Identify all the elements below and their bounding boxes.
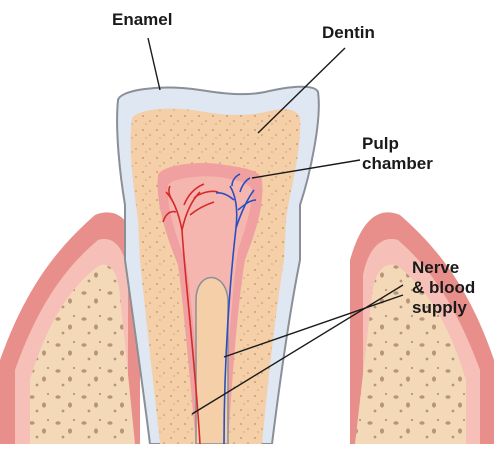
label-nerve-line3: supply bbox=[412, 298, 475, 318]
label-nerve-line2: & blood bbox=[412, 278, 475, 298]
label-pulp-chamber: Pulp chamber bbox=[362, 134, 433, 174]
root-gap bbox=[196, 278, 228, 445]
label-nerve-line1: Nerve bbox=[412, 258, 475, 278]
enamel-leader-line bbox=[148, 38, 160, 90]
label-enamel: Enamel bbox=[112, 10, 172, 30]
label-dentin: Dentin bbox=[322, 23, 375, 43]
label-nerve-blood-supply: Nerve & blood supply bbox=[412, 258, 475, 318]
label-pulp-line1: Pulp bbox=[362, 134, 433, 154]
label-dentin-text: Dentin bbox=[322, 23, 375, 43]
label-enamel-text: Enamel bbox=[112, 10, 172, 30]
label-pulp-line2: chamber bbox=[362, 154, 433, 174]
